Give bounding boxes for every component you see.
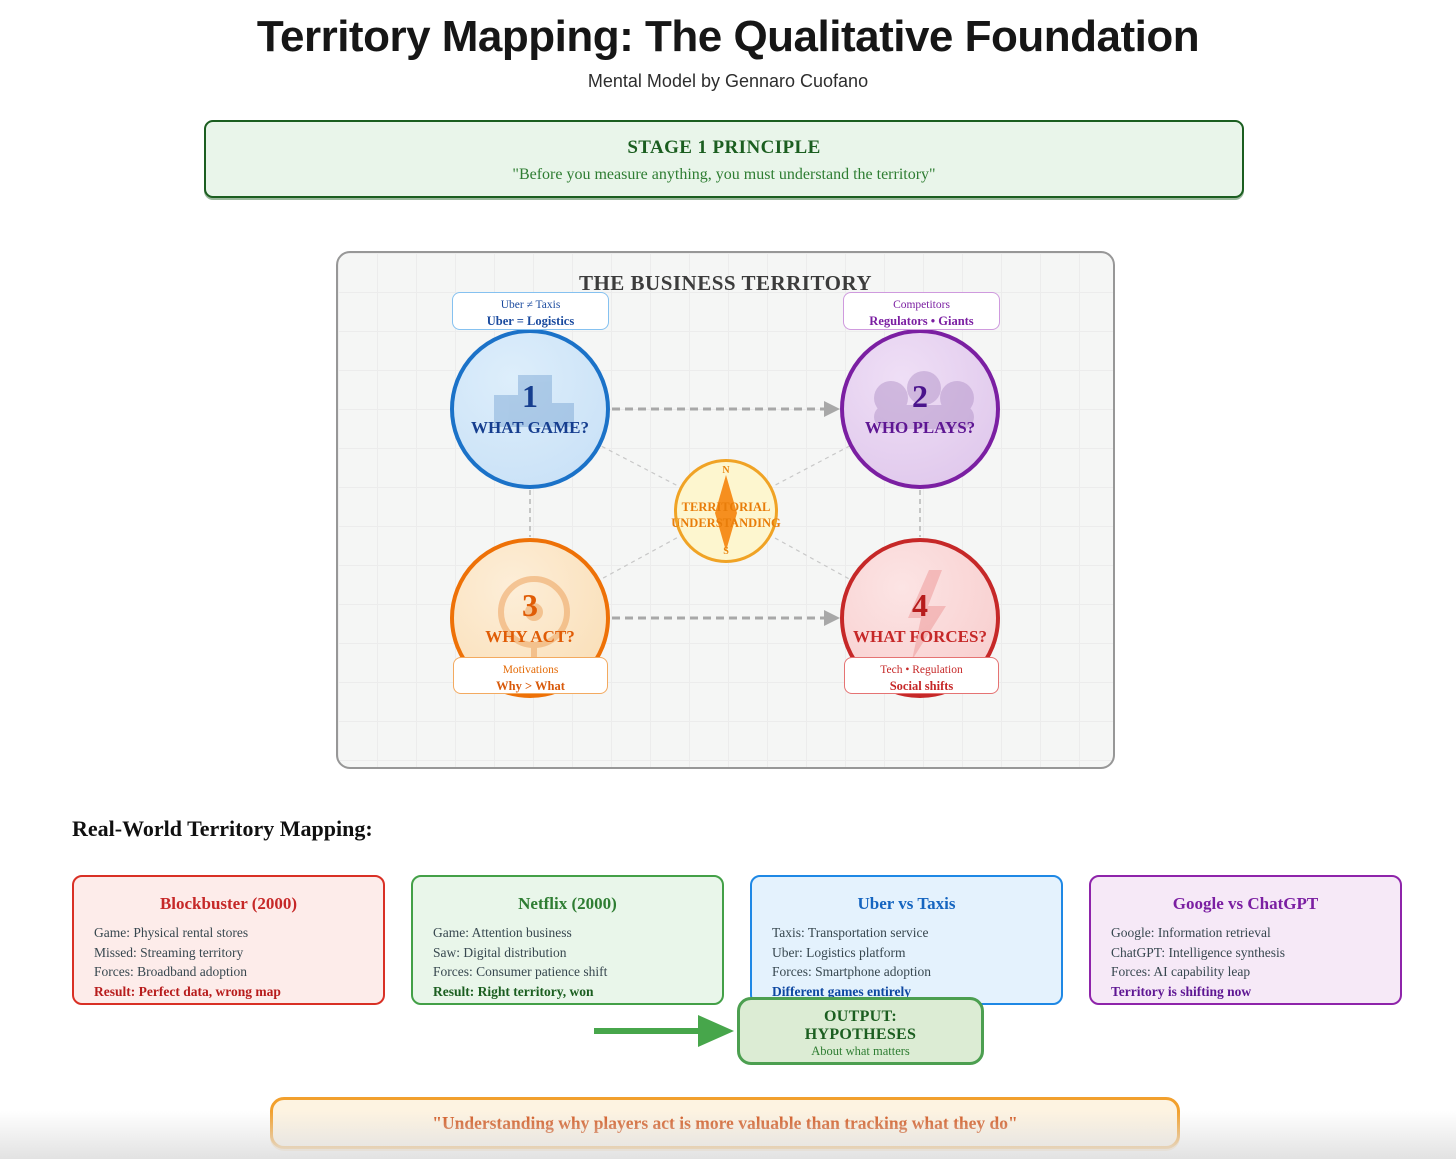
- card-line: Missed: Streaming territory: [94, 944, 244, 960]
- compass-north: N: [722, 465, 730, 476]
- compass-label-line: UNDERSTANDING: [671, 516, 781, 531]
- callout-line: Competitors: [893, 299, 950, 311]
- bottom-fade: [0, 1111, 1456, 1159]
- card-line: Forces: Broadband adoption: [94, 964, 247, 980]
- card-line: Game: Attention business: [433, 925, 572, 940]
- lightning-icon: [908, 570, 946, 660]
- example-cards: Blockbuster (2000) Game: Physical rental…: [72, 875, 1402, 1005]
- card-google-vs-chatgpt: Google vs ChatGPT Google: Information re…: [1089, 875, 1402, 1005]
- page-title: Territory Mapping: The Qualitative Found…: [256, 12, 1200, 61]
- callout-what-forces: Tech • Regulation Social shifts: [844, 657, 999, 694]
- node-number: 4: [912, 587, 928, 623]
- compass-label-line: TERRITORIAL: [681, 500, 771, 514]
- callout-who-plays: Competitors Regulators • Giants: [843, 292, 1000, 330]
- callout-line: Uber ≠ Taxis: [500, 299, 561, 311]
- output-arrow-icon: [594, 1015, 734, 1047]
- node-what-game: 1 WHAT GAME?: [450, 329, 610, 489]
- examples-heading: Real-World Territory Mapping:: [72, 816, 373, 841]
- territory-panel: THE BUSINESS TERRITORY Uber ≠ Taxis Uber…: [336, 251, 1115, 769]
- compass: N S TERRITORIAL UNDERSTANDING: [671, 459, 781, 563]
- node-number: 1: [522, 378, 538, 414]
- callout-line: Regulators • Giants: [869, 314, 974, 329]
- output-line: HYPOTHESES: [804, 1026, 917, 1043]
- card-line: ChatGPT: Intelligence synthesis: [1111, 944, 1286, 960]
- card-result: Result: Perfect data, wrong map: [94, 983, 281, 999]
- compass-label: TERRITORIAL UNDERSTANDING: [671, 499, 781, 532]
- card-line: Forces: Smartphone adoption: [772, 964, 931, 980]
- card-netflix: Netflix (2000) Game: Attention business …: [411, 875, 724, 1005]
- card-line: Taxis: Transportation service: [772, 925, 929, 940]
- card-blockbuster: Blockbuster (2000) Game: Physical rental…: [72, 875, 385, 1005]
- principle-quote: "Before you measure anything, you must u…: [512, 166, 936, 183]
- card-line: Game: Physical rental stores: [94, 925, 249, 940]
- target-icon: [498, 576, 570, 662]
- node-label: WHAT GAME?: [471, 418, 589, 437]
- callout-line: Tech • Regulation: [880, 664, 963, 676]
- card-line: Forces: Consumer patience shift: [433, 964, 608, 980]
- node-label: WHY ACT?: [485, 627, 575, 646]
- card-title: Google vs ChatGPT: [1172, 894, 1319, 913]
- callout-line: Why > What: [496, 679, 565, 694]
- output-box: OUTPUT: HYPOTHESES About what matters: [737, 997, 984, 1065]
- territory-title: THE BUSINESS TERRITORY: [578, 271, 873, 295]
- callout-line: Motivations: [502, 664, 559, 676]
- callout-what-game: Uber ≠ Taxis Uber = Logistics: [452, 292, 609, 330]
- compass-south: S: [723, 546, 729, 557]
- card-line: Saw: Digital distribution: [433, 944, 567, 960]
- node-label: WHO PLAYS?: [864, 418, 976, 437]
- node-who-plays: 2 WHO PLAYS?: [840, 329, 1000, 489]
- page-subtitle: Mental Model by Gennaro Cuofano: [587, 71, 869, 91]
- podium-icon: [488, 369, 580, 427]
- principle-box: STAGE 1 PRINCIPLE "Before you measure an…: [204, 120, 1244, 198]
- card-uber-vs-taxis: Uber vs Taxis Taxis: Transportation serv…: [750, 875, 1063, 1005]
- card-line: Uber: Logistics platform: [772, 944, 906, 960]
- callout-line: Social shifts: [889, 679, 954, 694]
- output-line: About what matters: [811, 1044, 910, 1058]
- node-number: 3: [522, 587, 538, 623]
- card-title: Netflix (2000): [518, 894, 617, 913]
- card-result: Result: Right territory, won: [433, 983, 594, 999]
- compass-needle-icon: [715, 475, 737, 551]
- callout-why-act: Motivations Why > What: [453, 657, 608, 694]
- card-line: Forces: AI capability leap: [1111, 964, 1251, 980]
- node-label: WHAT FORCES?: [853, 627, 987, 646]
- output-line: OUTPUT:: [824, 1008, 897, 1025]
- card-result: Territory is shifting now: [1111, 983, 1252, 999]
- card-result: Different games entirely: [772, 983, 911, 999]
- callout-line: Uber = Logistics: [486, 314, 575, 329]
- card-title: Uber vs Taxis: [857, 894, 956, 913]
- card-title: Blockbuster (2000): [159, 894, 298, 913]
- card-line: Google: Information retrieval: [1111, 925, 1271, 940]
- node-number: 2: [912, 378, 928, 414]
- people-icon: [874, 371, 974, 429]
- principle-title: STAGE 1 PRINCIPLE: [627, 137, 821, 158]
